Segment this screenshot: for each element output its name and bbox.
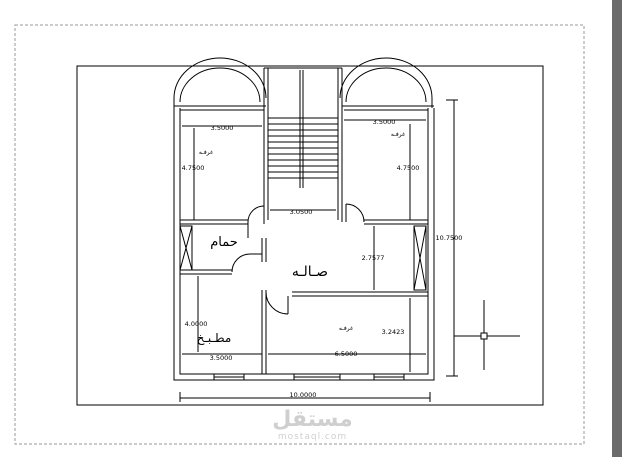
label-room-top-right: غرفـه	[391, 131, 405, 138]
doors	[231, 203, 365, 315]
windows	[213, 373, 405, 381]
crosshair-cursor	[454, 300, 520, 370]
dim-top-left-width: 3.5000	[211, 124, 234, 132]
dim-kitchen-width: 3.5000	[210, 354, 233, 362]
vertical-scrollbar[interactable]	[612, 0, 622, 457]
dim-hall-height: 2.7577	[362, 254, 385, 262]
dim-overall-height: 10.7500	[436, 234, 463, 242]
stair-treads	[268, 70, 338, 188]
dim-kitchen-height: 4.0000	[185, 320, 208, 328]
arches	[173, 57, 433, 108]
shafts	[179, 225, 427, 291]
label-bath: حمام	[210, 235, 238, 250]
dim-overall-width: 10.0000	[290, 391, 317, 399]
label-room-bottom-right: غرفـه	[339, 325, 353, 332]
page-border	[14, 24, 585, 445]
dimension-lines	[179, 99, 458, 402]
label-kitchen: مطـبـخ	[197, 331, 232, 345]
dim-top-left-height: 4.7500	[182, 164, 205, 172]
dim-bottom-right-width: 6.5000	[335, 350, 358, 358]
label-hall: صـالـه	[292, 264, 328, 280]
label-room-top-left: غرفـه	[199, 149, 213, 156]
dim-top-right-height: 4.7500	[397, 164, 420, 172]
dim-bottom-right-height: 3.2423	[382, 328, 405, 336]
dim-top-right-width: 3.5000	[373, 118, 396, 126]
plot-frame	[76, 65, 544, 406]
dim-stair-width: 3.0500	[290, 208, 313, 216]
